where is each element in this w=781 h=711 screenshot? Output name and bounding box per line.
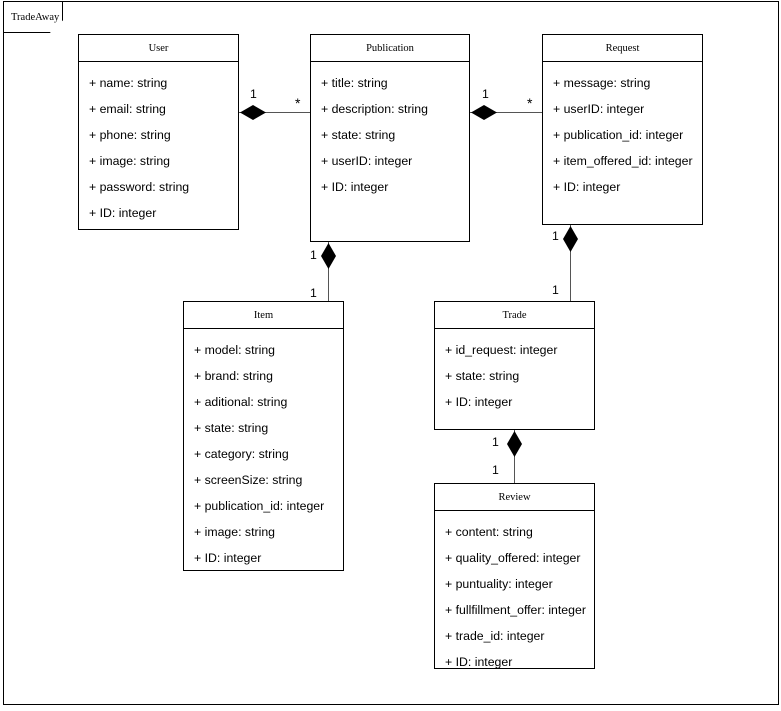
composition-diamond-publication-request (471, 105, 497, 120)
composition-diamond-user-publication (240, 105, 266, 120)
class-attribute: + item_offered_id: integer (553, 154, 693, 168)
class-attributes-publication: + title: string + description: string + … (311, 62, 469, 200)
edge-user-publication (239, 112, 310, 113)
edge-request-trade (570, 225, 572, 301)
class-box-publication[interactable]: Publication + title: string + descriptio… (310, 34, 470, 242)
class-attribute: + title: string (321, 76, 388, 90)
class-attribute: + puntuality: integer (445, 577, 553, 591)
class-name-publication: Publication (311, 35, 469, 62)
class-attribute: + brand: string (194, 369, 273, 383)
class-attribute: + publication_id: integer (194, 499, 325, 513)
class-attribute: + description: string (321, 102, 428, 116)
multiplicity-request-trade-source: 1 (552, 229, 559, 243)
multiplicity-trade-review-target: 1 (492, 463, 499, 477)
class-attribute: + aditional: string (194, 395, 288, 409)
class-attribute: + phone: string (89, 128, 171, 142)
class-attributes-review: + content: string + quality_offered: int… (435, 511, 594, 675)
class-box-item[interactable]: Item + model: string + brand: string + a… (183, 301, 344, 571)
class-attribute: + state: string (445, 369, 520, 383)
class-attribute: + message: string (553, 76, 651, 90)
multiplicity-user-publication-source: 1 (250, 87, 257, 101)
class-box-review[interactable]: Review + content: string + quality_offer… (434, 483, 595, 669)
class-attribute: + screenSize: string (194, 473, 303, 487)
class-attribute: + userID: integer (553, 102, 645, 116)
class-name-request: Request (543, 35, 702, 62)
edge-publication-item (328, 242, 330, 301)
class-attribute: + content: string (445, 525, 533, 539)
composition-diamond-trade-review (507, 431, 522, 457)
class-attribute: + fullfillment_offer: integer (445, 603, 586, 617)
class-attribute: + ID: integer (445, 655, 513, 669)
class-attribute: + state: string (321, 128, 396, 142)
composition-diamond-publication-item (321, 243, 336, 269)
class-box-trade[interactable]: Trade + id_request: integer + state: str… (434, 301, 595, 430)
multiplicity-user-publication-target: * (295, 95, 301, 111)
class-attribute: + id_request: integer (445, 343, 558, 357)
class-attributes-request: + message: string + userID: integer + pu… (543, 62, 702, 200)
class-attributes-user: + name: string + email: string + phone: … (79, 62, 238, 226)
multiplicity-request-trade-target: 1 (552, 283, 559, 297)
multiplicity-publication-request-target: * (527, 95, 533, 111)
class-name-user: User (79, 35, 238, 62)
multiplicity-trade-review-source: 1 (492, 435, 499, 449)
package-frame-label-text: TradeAway (11, 11, 60, 23)
class-name-item: Item (184, 302, 343, 329)
class-attributes-trade: + id_request: integer + state: string + … (435, 329, 594, 415)
class-name-trade: Trade (435, 302, 594, 329)
class-attribute: + ID: integer (553, 180, 621, 194)
class-attribute: + quality_offered: integer (445, 551, 581, 565)
class-attribute: + image: string (89, 154, 170, 168)
package-frame-label: TradeAway (3, 1, 63, 33)
composition-diamond-request-trade (563, 226, 578, 252)
class-box-user[interactable]: User + name: string + email: string + ph… (78, 34, 239, 230)
class-attributes-item: + model: string + brand: string + aditio… (184, 329, 343, 571)
class-attribute: + publication_id: integer (553, 128, 684, 142)
multiplicity-publication-request-source: 1 (482, 87, 489, 101)
class-attribute: + name: string (89, 76, 168, 90)
class-attribute: + email: string (89, 102, 166, 116)
class-attribute: + userID: integer (321, 154, 413, 168)
multiplicity-publication-item-source: 1 (310, 248, 317, 262)
class-attribute: + ID: integer (321, 180, 389, 194)
class-attribute: + ID: integer (445, 395, 513, 409)
class-name-review: Review (435, 484, 594, 511)
class-attribute: + ID: integer (89, 206, 157, 220)
class-attribute: + model: string (194, 343, 275, 357)
class-attribute: + password: string (89, 180, 190, 194)
multiplicity-publication-item-target: 1 (310, 286, 317, 300)
package-frame-border (3, 1, 779, 705)
class-attribute: + trade_id: integer (445, 629, 545, 643)
class-attribute: + state: string (194, 421, 269, 435)
class-box-request[interactable]: Request + message: string + userID: inte… (542, 34, 703, 225)
class-attribute: + ID: integer (194, 551, 262, 565)
class-attribute: + category: string (194, 447, 289, 461)
class-attribute: + image: string (194, 525, 275, 539)
edge-publication-request (470, 112, 542, 113)
